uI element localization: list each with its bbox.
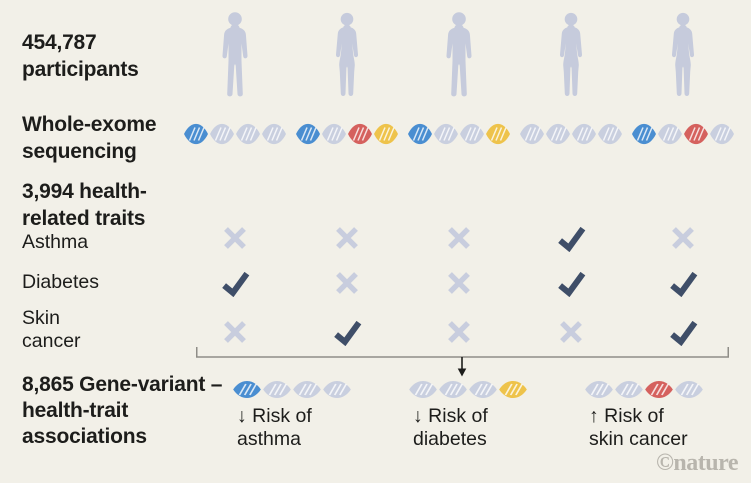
mark-asthma-col2 [332,225,362,251]
traits-count-label: 3,994 health- related traits [22,180,147,230]
mark-skin-cancer-col2 [332,319,362,346]
risk-caption-skin-cancer: ↑ Risk of skin cancer [589,405,688,450]
nature-logo: ©nature [656,450,739,476]
risk-caption-diabetes: ↓ Risk of diabetes [413,405,488,450]
participant-column-1 [175,0,295,483]
dna-sequence-icon [407,118,511,150]
association-item-skin-cancer: ↑ Risk of skin cancer [584,376,704,456]
participant-column-3 [399,0,519,483]
mark-diabetes-col1 [220,270,250,297]
person-silhouette-icon [664,12,702,98]
dna-variant-icon [232,376,352,403]
mark-skin-cancer-col1 [220,319,250,345]
dna-sequence-icon [183,118,287,150]
mark-diabetes-col2 [332,270,362,296]
mark-diabetes-col4 [556,270,586,297]
trait-label-diabetes: Diabetes [22,271,99,293]
mark-asthma-col3 [444,225,474,251]
dna-variant-icon [584,376,704,403]
dna-sequence-icon [631,118,735,150]
mark-asthma-col4 [556,225,586,252]
trait-label-skin-cancer: Skin cancer [22,307,81,352]
dna-sequence-icon [295,118,399,150]
mark-asthma-col5 [668,225,698,251]
whole-exome-sequencing-label: Whole-exome sequencing [22,113,157,163]
association-item-asthma: ↓ Risk of asthma [232,376,352,456]
participants-count-label: 454,787 participants [22,31,139,81]
mark-skin-cancer-col5 [668,319,698,346]
person-silhouette-icon [440,12,478,98]
person-silhouette-icon [552,12,590,98]
participant-column-2 [287,0,407,483]
grouping-bracket [196,347,729,377]
participant-column-5 [623,0,743,483]
trait-label-asthma: Asthma [22,231,89,253]
dna-sequence-icon [519,118,623,150]
participant-column-4 [511,0,631,483]
mark-diabetes-col3 [444,270,474,296]
person-silhouette-icon [328,12,366,98]
association-item-diabetes: ↓ Risk of diabetes [408,376,528,456]
down-arrow-icon [457,357,467,377]
associations-count-label: 8,865 Gene-variant – health-trait associ… [22,373,223,448]
person-silhouette-icon [216,12,254,98]
mark-skin-cancer-col4 [556,319,586,345]
dna-variant-icon [408,376,528,403]
mark-skin-cancer-col3 [444,319,474,345]
mark-diabetes-col5 [668,270,698,297]
mark-asthma-col1 [220,225,250,251]
risk-caption-asthma: ↓ Risk of asthma [237,405,312,450]
